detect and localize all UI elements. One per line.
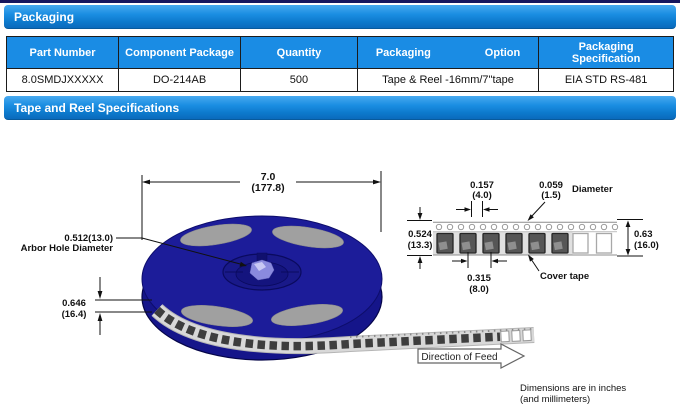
sprocket-pitch-mm: (4.0) <box>472 190 492 201</box>
tape-height-in: 0.524 <box>408 229 432 240</box>
empty-pocket <box>511 329 521 342</box>
empty-pocket <box>500 330 510 343</box>
reel-diameter-dimension: 7.0 (177.8) <box>141 171 382 240</box>
sprocket-hole <box>501 223 509 231</box>
tape-width-dimension: 0.63 (16.0) <box>617 219 659 257</box>
tape-detail-drawing: 0.157 (4.0) 0.059 (1.5) Diameter 0.524 <box>407 180 659 295</box>
direction-of-feed-label: Direction of Feed <box>421 352 497 363</box>
exiting-tape-strip <box>151 303 535 355</box>
sprocket-hole <box>479 223 487 231</box>
cover-tape-label: Cover tape <box>540 271 589 282</box>
empty-detail-pocket <box>595 232 613 254</box>
col-header-part-number: Part Number <box>5 36 120 69</box>
sprocket-holes <box>435 223 619 231</box>
reel-cutout <box>272 225 344 249</box>
reel-window-cutouts <box>180 223 344 327</box>
sprocket-pitch-dimension: 0.157 (4.0) <box>456 180 498 217</box>
section-bar-tape-reel: Tape and Reel Specifications <box>4 96 676 120</box>
sprocket-hole <box>468 223 476 231</box>
section-title-packaging: Packaging <box>14 10 75 24</box>
empty-detail-pocket <box>572 232 589 254</box>
pocket-pitch-in: 0.315 <box>467 273 491 284</box>
reel-cutout <box>180 223 252 247</box>
component-pockets <box>436 232 613 254</box>
table-header-row: Part Number Component Package Quantity P… <box>5 36 674 69</box>
sprocket-hole <box>523 223 531 231</box>
sprocket-hole <box>611 223 619 231</box>
sprocket-hole <box>578 223 586 231</box>
col-header-packaging-option-right: Option <box>484 46 521 59</box>
units-note: Dimensions are in inches (and millimeter… <box>520 383 626 405</box>
cell-packaging-specification: EIA STD RS-481 <box>538 68 674 92</box>
component-pocket <box>482 232 500 254</box>
sprocket-hole <box>446 223 454 231</box>
sprocket-hole-dimension: 0.059 (1.5) Diameter <box>527 180 613 221</box>
component-pocket <box>436 232 454 254</box>
sprocket-hole <box>490 223 498 231</box>
sprocket-hole <box>567 223 575 231</box>
sprocket-pitch-in: 0.157 <box>470 180 494 191</box>
table-row: 8.0SMDJXXXXX DO-214AB 500 Tape & Reel -1… <box>5 68 674 92</box>
reel-cutout <box>181 305 253 327</box>
reel-illustration <box>141 215 535 361</box>
sprocket-hole <box>534 223 542 231</box>
reel-diameter-in: 7.0 <box>261 171 276 183</box>
arbor-hole-callout: 0.512(13.0) Arbor Hole Diameter <box>21 233 247 267</box>
reel-cutout <box>271 304 343 326</box>
tape-width-mm: (16.0) <box>634 240 659 251</box>
col-header-packaging-option-left: Packaging <box>375 46 431 59</box>
reel-thickness-dimension: 0.646 (16.4) <box>62 277 152 335</box>
sprocket-hole-in: 0.059 <box>539 180 563 191</box>
section-title-tape-reel: Tape and Reel Specifications <box>14 101 180 115</box>
pocket-pitch-dimension: 0.315 (8.0) <box>452 252 507 295</box>
arbor-hole-value: 0.512(13.0) <box>64 233 113 244</box>
feed-arrow-outline <box>417 343 526 369</box>
arbor-hole-highlight <box>254 262 266 271</box>
reel-diameter-mm: (177.8) <box>251 182 284 194</box>
col-header-quantity: Quantity <box>240 36 358 69</box>
tape-width-in: 0.63 <box>634 229 653 240</box>
units-note-line2: (and millimeters) <box>520 394 590 405</box>
col-header-component-package: Component Package <box>118 36 242 69</box>
reel-hub <box>222 252 302 291</box>
units-note-line1: Dimensions are in inches <box>520 383 626 394</box>
sprocket-hole <box>600 223 608 231</box>
cell-part-number: 8.0SMDJXXXXX <box>5 68 120 92</box>
direction-of-feed: Direction of Feed <box>417 343 526 369</box>
top-rule <box>0 0 680 3</box>
sprocket-hole-mm: (1.5) <box>541 190 561 201</box>
col-header-packaging-option: Packaging Option <box>356 36 540 69</box>
reel-thickness-mm: (16.4) <box>62 309 87 320</box>
col-header-packaging-specification: Packaging Specification <box>538 36 674 69</box>
arbor-hole-label: Arbor Hole Diameter <box>21 243 114 254</box>
empty-pocket <box>522 329 532 342</box>
component-pocket <box>551 232 569 254</box>
sprocket-hole-diameter-label: Diameter <box>572 184 613 195</box>
reel-thickness-in: 0.646 <box>62 298 86 309</box>
packaging-table: Part Number Component Package Quantity P… <box>5 36 674 92</box>
tape-height-dimension: 0.524 (13.3) <box>407 207 433 269</box>
tape-sprocket-ticks <box>349 328 535 338</box>
cover-tape-callout: Cover tape <box>528 254 589 282</box>
cell-component-package: DO-214AB <box>118 68 242 92</box>
sprocket-hole <box>457 223 465 231</box>
component-pocket <box>459 232 477 254</box>
sprocket-hole <box>435 223 443 231</box>
tape-height-mm: (13.3) <box>408 240 433 251</box>
sprocket-hole <box>556 223 564 231</box>
sprocket-hole <box>545 223 553 231</box>
cell-packaging-option: Tape & Reel -16mm/7"tape <box>356 68 540 92</box>
sprocket-hole <box>589 223 597 231</box>
pocket-pitch-mm: (8.0) <box>469 284 489 295</box>
component-pocket <box>528 232 546 254</box>
tape-pockets-dashes <box>154 306 501 351</box>
section-bar-packaging: Packaging <box>4 5 676 29</box>
sprocket-hole <box>512 223 520 231</box>
cell-quantity: 500 <box>240 68 358 92</box>
component-pocket <box>505 232 523 254</box>
tape-and-reel-diagram: 7.0 (177.8) 0.512(13.0) Arbor Hole Diame… <box>21 171 659 405</box>
